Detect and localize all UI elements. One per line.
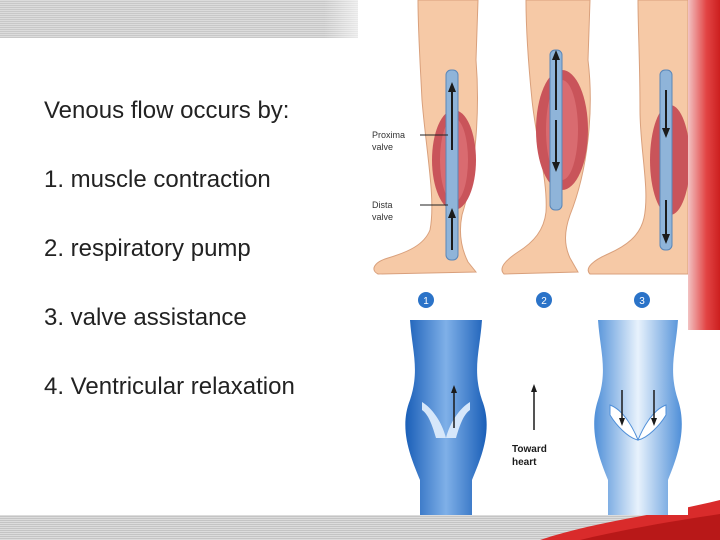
list-heading: Venous flow occurs by: [44,97,290,124]
distal-valve-label-line2: valve [372,212,393,222]
list-item-respiratory-pump: 2. respiratory pump [44,235,251,262]
list-item-valve-assistance: 3. valve assistance [44,304,247,331]
distal-valve-label-line1: Dista [372,200,393,210]
step-3-badge [634,292,650,308]
step-1-badge [418,292,434,308]
leg-muscle-pump-illustration: Proxima valve Dista valve [358,0,690,290]
bullet-list: Venous flow occurs by: 1. muscle contrac… [44,92,295,437]
leg-illustration-1 [373,0,479,275]
toward-heart-label-line1: Toward [512,444,547,455]
leg-illustration-3 [587,0,690,275]
list-item-ventricular-relaxation: 4. Ventricular relaxation [44,373,295,400]
vein-open-valve [405,320,487,515]
vein-closed-valve [594,320,682,515]
step-2-number: 2 [541,296,547,307]
step-1-number: 1 [423,296,429,307]
proximal-valve-label-line2: valve [372,142,393,152]
step-3-number: 3 [639,296,645,307]
toward-heart-arrowhead [531,384,537,392]
proximal-valve-label-line1: Proxima [372,130,405,140]
list-item-muscle-contraction: 1. muscle contraction [44,166,271,193]
toward-heart-label-line2: heart [512,457,537,468]
step-2-badge [536,292,552,308]
leg-illustration-2 [501,0,591,275]
right-red-accent [686,0,720,330]
vein-valve-illustration: 1 2 3 Toward heart [376,290,688,515]
